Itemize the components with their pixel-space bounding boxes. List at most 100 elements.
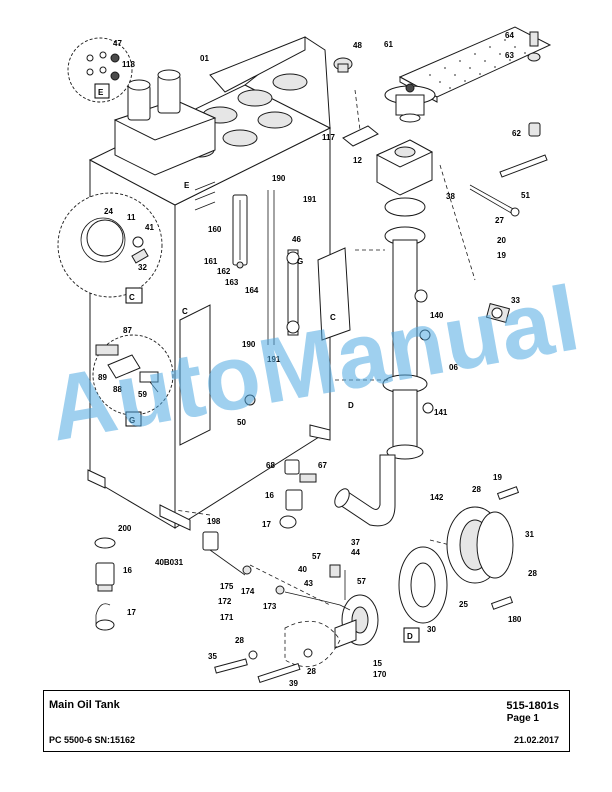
part-label: 25	[459, 600, 468, 609]
part-label: 61	[384, 40, 393, 49]
part-label: 198	[207, 517, 221, 526]
view-marker-d: D	[348, 401, 354, 410]
part-label: 48	[353, 41, 362, 50]
part-label: 163	[225, 278, 239, 287]
exploded-parts-diagram: E C G D E C C G D 40B031 47 118 01 48 61…	[57, 26, 552, 688]
part-label: 191	[303, 195, 317, 204]
bolt-33	[485, 303, 511, 323]
part-label: 117	[322, 133, 335, 142]
part-label: 17	[262, 520, 271, 529]
part-label: 24	[104, 207, 113, 216]
part-label: 31	[525, 530, 534, 539]
document-title: Main Oil Tank	[49, 699, 120, 711]
breather-assembly	[384, 83, 436, 123]
part-label: 28	[528, 569, 537, 578]
dashed-leaders	[174, 89, 476, 606]
title-block: Main Oil Tank 515-1801s Page 1 PC 5500-6…	[43, 690, 570, 752]
connector-198	[202, 531, 219, 551]
detail-label-e: E	[98, 88, 104, 97]
part-label: 172	[218, 597, 232, 606]
part-label: 06	[449, 363, 458, 372]
part-label: 37	[351, 538, 360, 547]
part-label: 35	[208, 652, 217, 661]
part-label: 40	[298, 565, 307, 574]
part-label: 39	[289, 679, 298, 688]
part-label: 190	[272, 174, 286, 183]
detail-view-e	[67, 37, 133, 103]
part-label: 89	[98, 373, 107, 382]
part-label: 191	[267, 355, 281, 364]
part-label: 57	[357, 577, 366, 586]
page-number: Page 1	[506, 713, 539, 724]
part-label: 190	[242, 340, 256, 349]
part-label: 30	[427, 625, 436, 634]
detail-view-g	[92, 334, 174, 427]
view-marker-g: G	[297, 257, 303, 266]
part-label: 118	[122, 60, 135, 69]
pipe-flange-bottom	[284, 620, 341, 668]
part-label: 41	[145, 223, 154, 232]
part-label: 38	[446, 192, 455, 201]
part-label: 12	[353, 156, 362, 165]
part-label: 51	[521, 191, 530, 200]
machine-model: PC 5500-6 SN:15162	[49, 735, 136, 745]
part-label: 28	[307, 667, 316, 676]
bar-51	[499, 154, 548, 178]
fitting-68-67	[284, 459, 317, 483]
part-label: 161	[204, 257, 218, 266]
part-label: 170	[373, 670, 387, 679]
part-label: 87	[123, 326, 132, 335]
part-label: 15	[373, 659, 382, 668]
detail-view-c	[57, 192, 163, 304]
vertical-pipe-06	[382, 197, 434, 460]
fitting-16-upper	[285, 489, 303, 511]
gasket-30	[398, 546, 448, 624]
part-label: 200	[118, 524, 132, 533]
part-label: 142	[430, 493, 444, 502]
part-label: 32	[138, 263, 147, 272]
labels: E C G D E C C G D 40B031 47 118 01 48 61…	[98, 31, 537, 688]
flange-25	[446, 506, 514, 584]
part-label: 164	[245, 286, 259, 295]
part-label: 162	[217, 267, 231, 276]
part-label: 47	[113, 39, 122, 48]
part-label: 28	[472, 485, 481, 494]
part-label: 88	[113, 385, 122, 394]
bolts-bottom	[214, 486, 520, 683]
part-label: 01	[200, 54, 209, 63]
cap-17-lower	[95, 603, 115, 631]
view-marker-boxes	[403, 627, 420, 643]
part-label: 68	[266, 461, 275, 470]
part-label: 50	[237, 418, 246, 427]
filter-head-block	[375, 139, 434, 196]
part-label: 19	[497, 251, 506, 260]
part-label: 16	[265, 491, 274, 500]
part-label: 67	[318, 461, 327, 470]
part-label: 173	[263, 602, 277, 611]
part-label: 11	[127, 213, 136, 222]
part-label: 64	[505, 31, 514, 40]
fitting-16-lower	[95, 562, 115, 592]
part-label: 141	[434, 408, 448, 417]
document-code: 515-1801s	[506, 700, 559, 712]
view-marker-e: E	[184, 181, 190, 190]
part-label: 174	[241, 587, 255, 596]
part-label: 17	[127, 608, 136, 617]
part-label: 44	[351, 548, 360, 557]
part-label: 171	[220, 613, 234, 622]
breather-filter-48	[333, 57, 353, 73]
part-label: 59	[138, 390, 147, 399]
part-label: 28	[235, 636, 244, 645]
cap-17-upper	[279, 515, 297, 529]
bolt-64-63-62	[527, 31, 541, 137]
part-label: 160	[208, 225, 222, 234]
valve-15	[334, 594, 379, 649]
document-date: 21.02.2017	[513, 735, 559, 745]
view-marker-c2: C	[330, 313, 336, 322]
part-label: 33	[511, 296, 520, 305]
part-label: 180	[508, 615, 522, 624]
bolt-27	[469, 184, 520, 217]
elbow-pipe-142	[334, 454, 396, 527]
detail-label-d: D	[407, 632, 413, 641]
part-label: 175	[220, 582, 234, 591]
